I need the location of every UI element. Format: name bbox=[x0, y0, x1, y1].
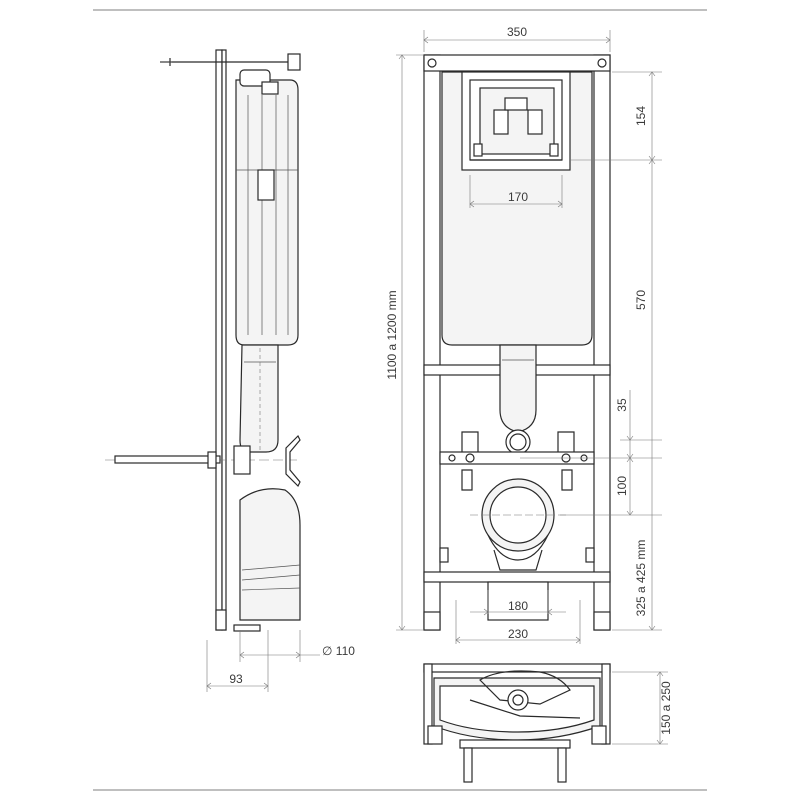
mount-bracket bbox=[285, 434, 301, 488]
outlet-pipe bbox=[487, 581, 549, 621]
width-170-label: 170 bbox=[508, 190, 528, 204]
height-570-label: 570 bbox=[634, 290, 648, 310]
outlet-bend-side bbox=[239, 488, 301, 621]
side-foot bbox=[233, 624, 261, 632]
bolt-icon bbox=[597, 58, 607, 68]
diameter-label: ∅ 110 bbox=[322, 644, 355, 658]
front-foot bbox=[423, 611, 441, 631]
side-rail-back bbox=[221, 49, 227, 631]
bolt-icon bbox=[465, 453, 475, 463]
cistern-float bbox=[257, 169, 275, 201]
front-top-bar bbox=[423, 54, 611, 72]
total-height-label: 1100 a 1200 mm bbox=[385, 290, 399, 379]
flush-pipe-side bbox=[239, 344, 279, 453]
depth-93-label: 93 bbox=[229, 672, 243, 686]
side-rail-front bbox=[215, 49, 223, 631]
flush-pipe-front bbox=[499, 344, 537, 433]
plan-depth-label: 150 a 250 bbox=[659, 681, 673, 735]
height-325-label: 325 a 425 mm bbox=[634, 540, 648, 617]
width-230-label: 230 bbox=[508, 627, 528, 641]
bolt-icon bbox=[427, 58, 437, 68]
mount-rod bbox=[114, 455, 221, 464]
gap-100-label: 100 bbox=[615, 476, 629, 496]
width-180-label: 180 bbox=[508, 599, 528, 613]
width-350-label: 350 bbox=[507, 25, 527, 39]
height-154-label: 154 bbox=[634, 106, 648, 126]
plan-view: 150 a 250 bbox=[423, 663, 673, 783]
front-post-right bbox=[593, 54, 611, 631]
side-view: ∅ 110 93 bbox=[105, 49, 355, 692]
plan-bottom-bar bbox=[459, 739, 571, 749]
front-post-left bbox=[423, 54, 441, 631]
cistern-side bbox=[235, 79, 299, 346]
gap-35-label: 35 bbox=[615, 398, 629, 412]
plan-outlet bbox=[507, 689, 529, 711]
front-foot bbox=[593, 611, 611, 631]
front-view: 350 170 154 570 325 a 425 mm 35 100 bbox=[385, 25, 662, 644]
front-bottom-bar bbox=[423, 571, 611, 583]
top-anchor-nut bbox=[287, 53, 301, 71]
